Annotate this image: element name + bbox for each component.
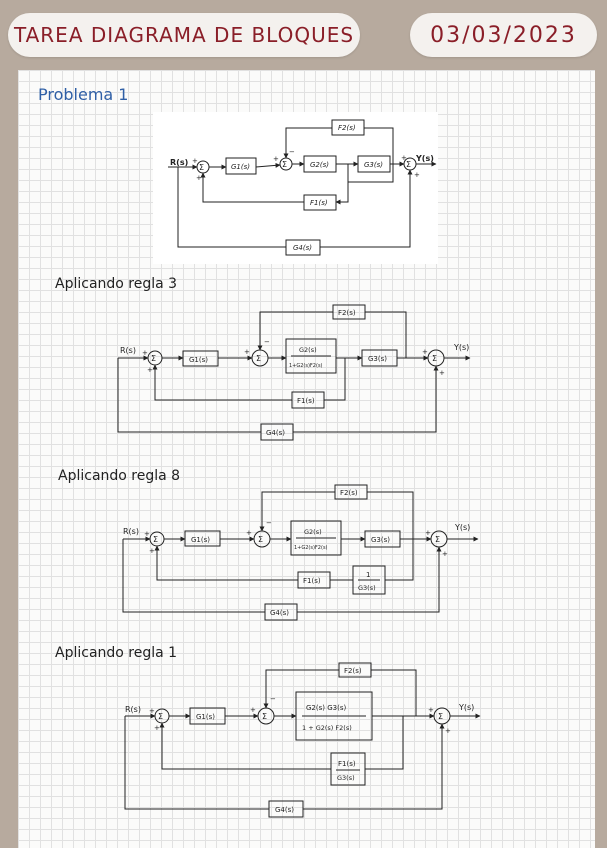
block-inverse-numerator: 1 bbox=[366, 571, 370, 579]
sign: + bbox=[442, 550, 448, 558]
block-g2-label: G2(s) bbox=[310, 161, 329, 169]
assignment-title: TAREA DIAGRAMA DE BLOQUES bbox=[13, 23, 355, 47]
output-label: Y(s) bbox=[454, 523, 470, 532]
sum-symbol: Σ bbox=[282, 160, 287, 169]
block-g1-label: G1(s) bbox=[191, 536, 210, 544]
output-label: Y(s) bbox=[458, 703, 474, 712]
sign: + bbox=[439, 369, 445, 377]
problem-heading: Problema 1 bbox=[38, 85, 128, 104]
block-g4-label: G4(s) bbox=[270, 609, 289, 617]
sign: + bbox=[144, 530, 150, 538]
sign: − bbox=[264, 338, 270, 346]
sign: − bbox=[266, 519, 272, 527]
block-loop-numerator: G2(s) bbox=[304, 528, 322, 536]
input-label: R(s) bbox=[170, 158, 188, 167]
sign: + bbox=[149, 707, 155, 715]
sign: + bbox=[422, 348, 428, 356]
sign: + bbox=[401, 154, 407, 162]
original-diagram: R(s) Y(s) Σ Σ Σ G1(s) G2(s) G3(s) F2(s) … bbox=[168, 119, 437, 256]
sum-symbol: Σ bbox=[151, 354, 156, 363]
date-banner: 03/03/2023 bbox=[410, 13, 597, 57]
sum-symbol: Σ bbox=[406, 160, 411, 169]
block-f1-label: F1(s) bbox=[310, 199, 328, 207]
sum-symbol: Σ bbox=[262, 712, 267, 721]
input-label: R(s) bbox=[123, 527, 139, 536]
input-label: R(s) bbox=[125, 705, 141, 714]
block-g3-label: G3(s) bbox=[371, 536, 390, 544]
diagram-rule-8: R(s) Y(s) Σ Σ Σ G1(s) G2(s) 1+G2(s)F2(s)… bbox=[122, 484, 479, 621]
block-g1-label: G1(s) bbox=[231, 163, 250, 171]
block-g1-label: G1(s) bbox=[189, 356, 208, 364]
output-label: Y(s) bbox=[453, 343, 469, 352]
sign: + bbox=[425, 529, 431, 537]
block-diagrams-canvas: Problema 1 R(s) Y(s) Σ Σ Σ G1(s) G2(s) G… bbox=[38, 85, 481, 818]
title-banner: TAREA DIAGRAMA DE BLOQUES bbox=[8, 13, 360, 57]
block-f1-label: F1(s) bbox=[303, 577, 321, 585]
block-loop-denominator: 1+G2(s)F2(s) bbox=[289, 363, 323, 369]
sign: − bbox=[270, 695, 276, 703]
sum-symbol: Σ bbox=[258, 535, 263, 544]
diagram-rule-3: R(s) Y(s) Σ Σ Σ G1(s) G2(s) 1+G2(s)F2(s)… bbox=[117, 304, 471, 441]
block-g4-label: G4(s) bbox=[293, 244, 312, 252]
sign: + bbox=[154, 724, 160, 732]
sign: + bbox=[149, 547, 155, 555]
sum-symbol: Σ bbox=[438, 712, 443, 721]
grid-paper-sheet: Problema 1 R(s) Y(s) Σ Σ Σ G1(s) G2(s) G… bbox=[18, 70, 595, 848]
sign: − bbox=[289, 148, 295, 156]
block-loop-denominator: 1+G2(s)F2(s) bbox=[294, 545, 328, 551]
step-heading-rule-8: Aplicando regla 8 bbox=[58, 468, 180, 484]
sign: + bbox=[196, 174, 202, 182]
sign: + bbox=[414, 171, 420, 179]
sign: + bbox=[246, 529, 252, 537]
sum-symbol: Σ bbox=[158, 712, 163, 721]
sum-symbol: Σ bbox=[432, 354, 437, 363]
block-f2-label: F2(s) bbox=[344, 667, 362, 675]
sign: + bbox=[244, 348, 250, 356]
sign: + bbox=[273, 155, 279, 163]
sign: + bbox=[147, 366, 153, 374]
block-g4-label: G4(s) bbox=[275, 806, 294, 814]
block-product-denominator: 1 + G2(s) F2(s) bbox=[302, 724, 352, 732]
block-g3-label: G3(s) bbox=[368, 355, 387, 363]
sum-symbol: Σ bbox=[256, 354, 261, 363]
sum-symbol: Σ bbox=[435, 535, 440, 544]
block-inverse-denominator: G3(s) bbox=[358, 584, 376, 592]
original-diagram-backdrop bbox=[153, 112, 438, 264]
block-f2-label: F2(s) bbox=[338, 309, 356, 317]
output-label: Y(s) bbox=[415, 154, 434, 163]
block-loop-numerator: G2(s) bbox=[299, 346, 317, 354]
sum-symbol: Σ bbox=[153, 535, 158, 544]
block-f2-label: F2(s) bbox=[338, 124, 356, 132]
block-fb-numerator: F1(s) bbox=[338, 760, 356, 768]
block-f2-label: F2(s) bbox=[340, 489, 358, 497]
block-fb-denominator: G3(s) bbox=[337, 774, 355, 782]
sign: + bbox=[192, 157, 198, 165]
sign: + bbox=[428, 706, 434, 714]
diagram-rule-1: R(s) Y(s) Σ Σ Σ G1(s) G2(s) G3(s) 1 + G2… bbox=[124, 662, 481, 818]
sign: + bbox=[445, 727, 451, 735]
block-g4-label: G4(s) bbox=[266, 429, 285, 437]
step-heading-rule-1: Aplicando regla 1 bbox=[55, 645, 177, 661]
sign: + bbox=[142, 349, 148, 357]
sign: + bbox=[250, 706, 256, 714]
assignment-date: 03/03/2023 bbox=[430, 22, 577, 48]
sum-symbol: Σ bbox=[199, 163, 204, 172]
block-g1-label: G1(s) bbox=[196, 713, 215, 721]
block-g3-label: G3(s) bbox=[364, 161, 383, 169]
block-product-numerator: G2(s) G3(s) bbox=[306, 704, 346, 712]
step-heading-rule-3: Aplicando regla 3 bbox=[55, 276, 177, 292]
input-label: R(s) bbox=[120, 346, 136, 355]
block-f1-label: F1(s) bbox=[297, 397, 315, 405]
